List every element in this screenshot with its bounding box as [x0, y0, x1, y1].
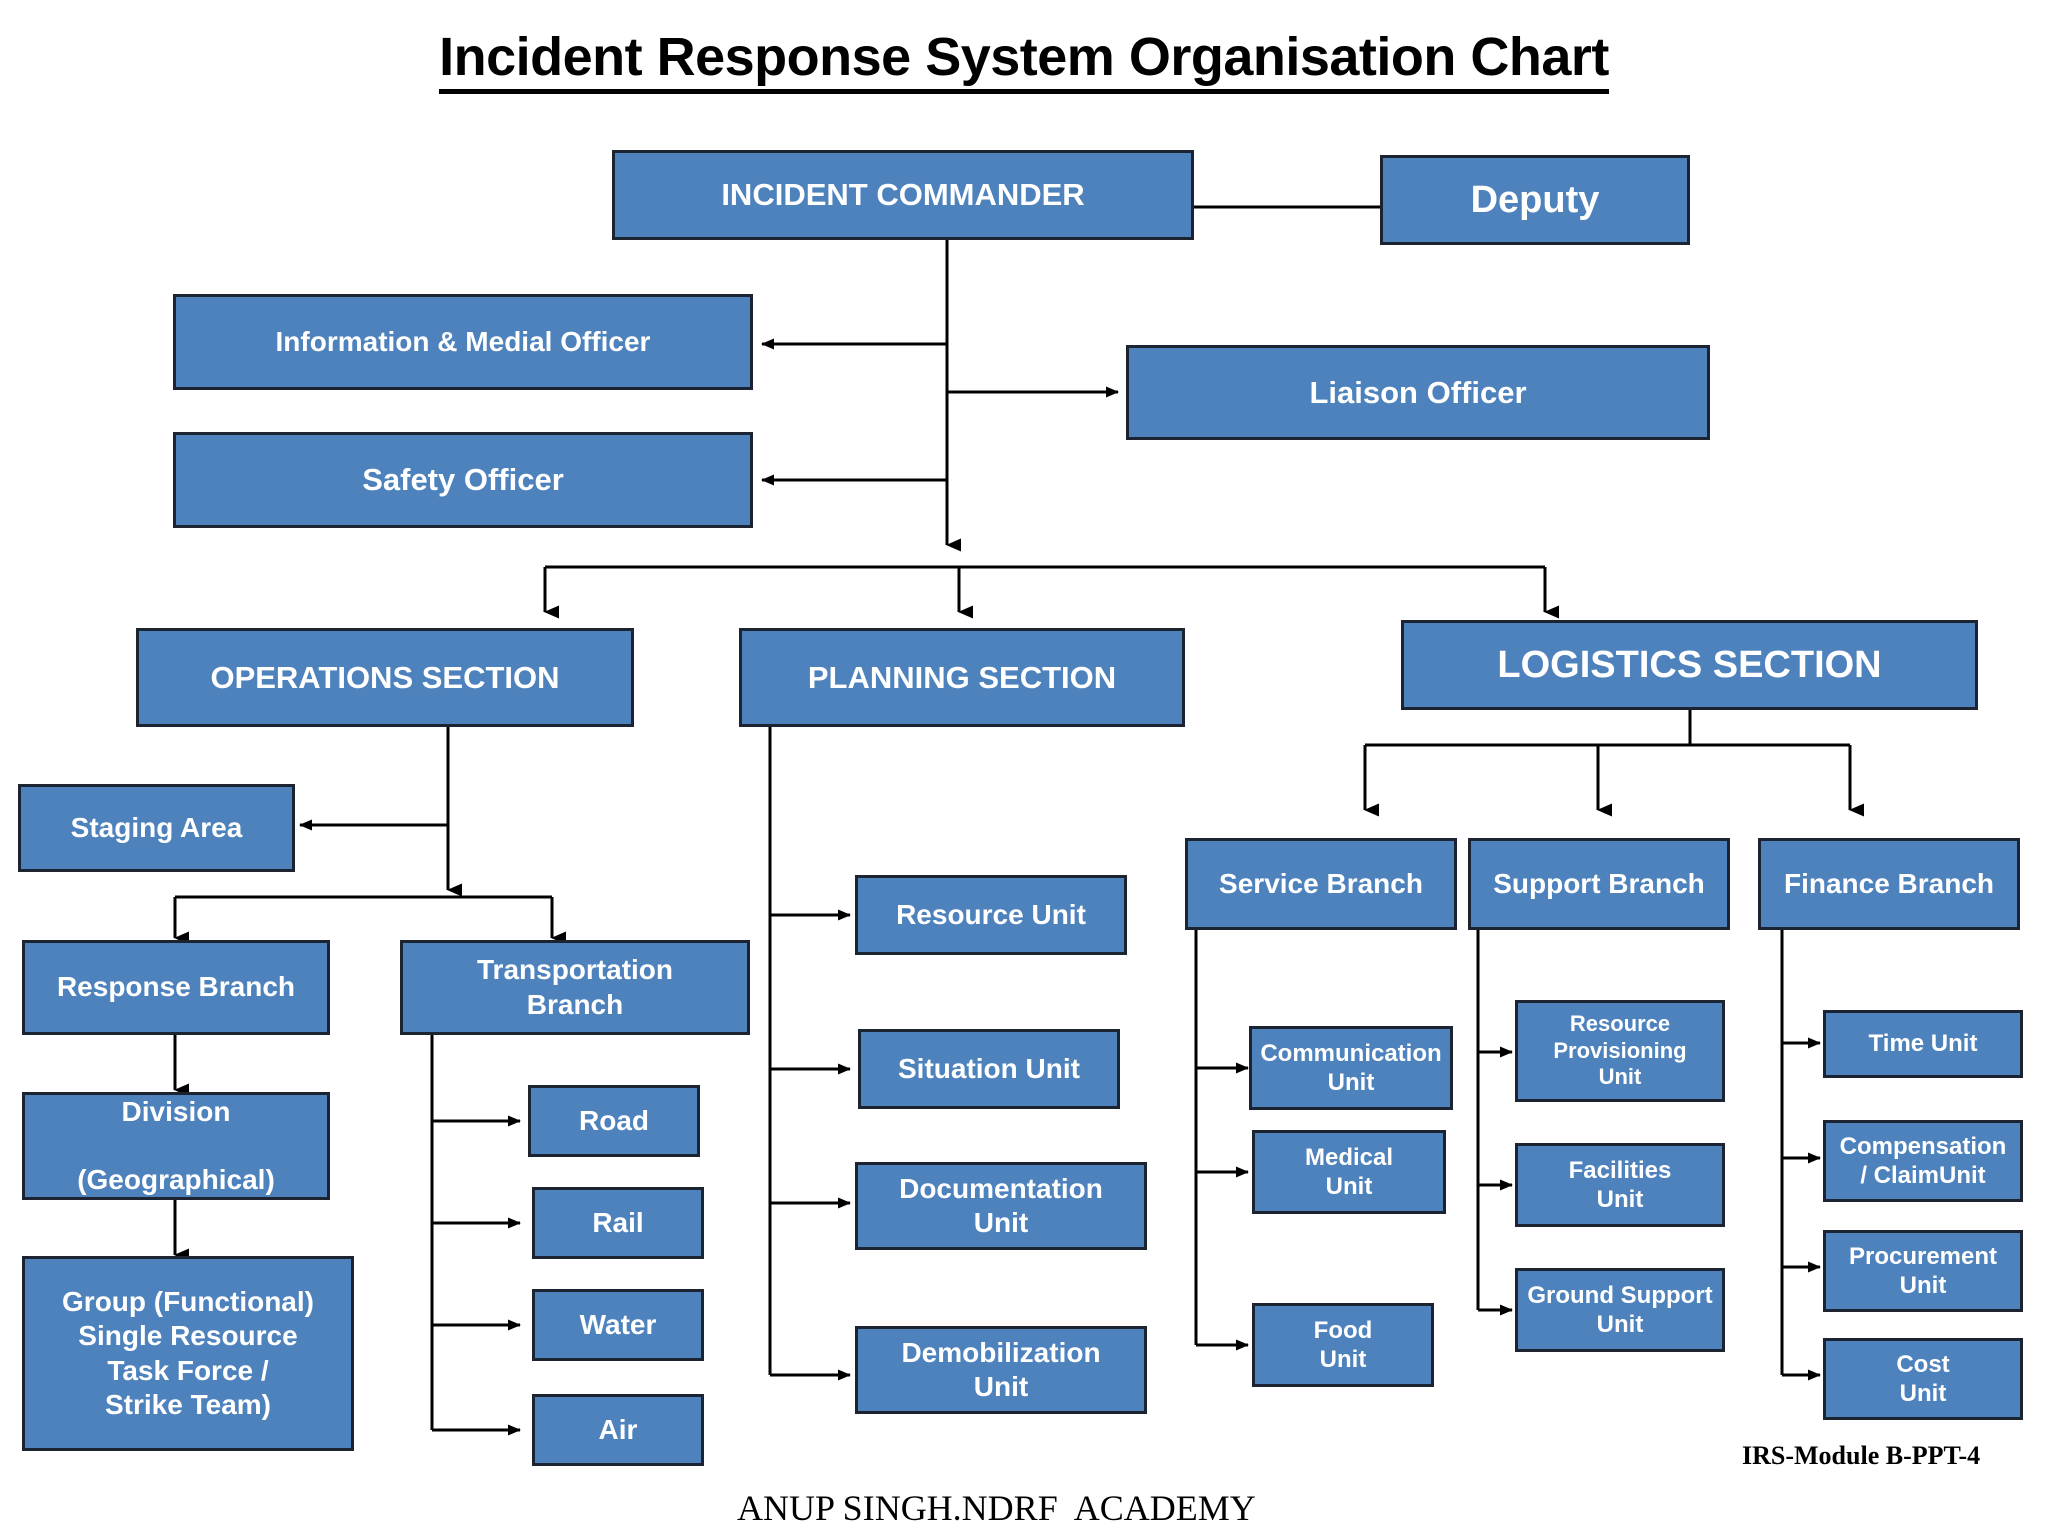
node-service-branch[interactable]: Service Branch	[1185, 838, 1457, 930]
node-medical-unit[interactable]: Medical Unit	[1252, 1130, 1446, 1214]
node-liaison-officer[interactable]: Liaison Officer	[1126, 345, 1710, 440]
node-resource-provisioning-unit[interactable]: Resource Provisioning Unit	[1515, 1000, 1725, 1102]
node-cost-unit[interactable]: Cost Unit	[1823, 1338, 2023, 1420]
node-transportation-branch[interactable]: Transportation Branch	[400, 940, 750, 1035]
node-division-geographical[interactable]: Division (Geographical)	[22, 1092, 330, 1200]
node-safety-officer[interactable]: Safety Officer	[173, 432, 753, 528]
node-response-branch[interactable]: Response Branch	[22, 940, 330, 1035]
node-planning-section[interactable]: PLANNING SECTION	[739, 628, 1185, 727]
node-communication-unit[interactable]: Communication Unit	[1249, 1026, 1453, 1110]
node-water[interactable]: Water	[532, 1289, 704, 1361]
node-road[interactable]: Road	[528, 1085, 700, 1157]
page-title: Incident Response System Organisation Ch…	[0, 26, 2048, 94]
node-compensation-claim-unit[interactable]: Compensation / ClaimUnit	[1823, 1120, 2023, 1202]
node-staging-area[interactable]: Staging Area	[18, 784, 295, 872]
node-procurement-unit[interactable]: Procurement Unit	[1823, 1230, 2023, 1312]
node-information-media-officer[interactable]: Information & Medial Officer	[173, 294, 753, 390]
node-support-branch[interactable]: Support Branch	[1468, 838, 1730, 930]
node-resource-unit[interactable]: Resource Unit	[855, 875, 1127, 955]
node-food-unit[interactable]: Food Unit	[1252, 1303, 1434, 1387]
node-finance-branch[interactable]: Finance Branch	[1758, 838, 2020, 930]
node-incident-commander[interactable]: INCIDENT COMMANDER	[612, 150, 1194, 240]
node-operations-section[interactable]: OPERATIONS SECTION	[136, 628, 634, 727]
node-situation-unit[interactable]: Situation Unit	[858, 1029, 1120, 1109]
node-rail[interactable]: Rail	[532, 1187, 704, 1259]
node-ground-support-unit[interactable]: Ground Support Unit	[1515, 1268, 1725, 1352]
footer-author-label: ANUP SINGH.NDRF ACADEMY	[737, 1488, 1256, 1528]
footer-module-label: IRS-Module B-PPT-4	[1742, 1441, 1981, 1470]
node-facilities-unit[interactable]: Facilities Unit	[1515, 1143, 1725, 1227]
node-air[interactable]: Air	[532, 1394, 704, 1466]
node-demobilization-unit[interactable]: Demobilization Unit	[855, 1326, 1147, 1414]
node-logistics-section[interactable]: LOGISTICS SECTION	[1401, 620, 1978, 710]
page-title-text: Incident Response System Organisation Ch…	[439, 27, 1609, 94]
node-deputy[interactable]: Deputy	[1380, 155, 1690, 245]
node-documentation-unit[interactable]: Documentation Unit	[855, 1162, 1147, 1250]
node-group-functional[interactable]: Group (Functional) Single Resource Task …	[22, 1256, 354, 1451]
node-time-unit[interactable]: Time Unit	[1823, 1010, 2023, 1078]
